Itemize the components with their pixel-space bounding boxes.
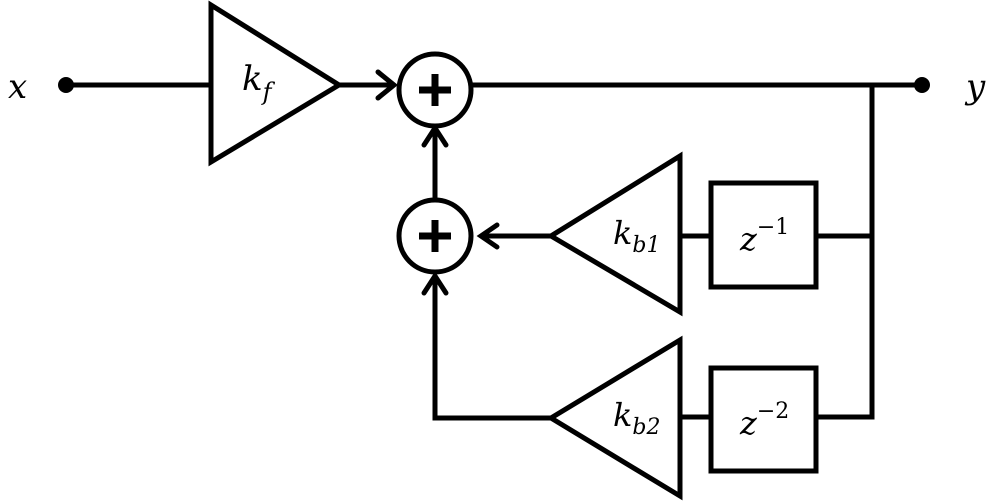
output-terminal-dot [914, 77, 930, 93]
feedback-gain-1-block: kb1 [546, 151, 683, 317]
arrow-into-fb-sum-right [476, 222, 500, 250]
signal-wires [63, 82, 925, 421]
feedback-sum-plus-icon [419, 220, 451, 252]
delay-1-block: z−1 [708, 180, 819, 290]
feedback-gain-2-block: kb2 [546, 335, 683, 501]
delay-2-box [708, 365, 819, 474]
feedback-summing-junction [396, 197, 474, 275]
input-signal-label: x [8, 67, 27, 107]
arrow-into-fb-sum-bottom [421, 271, 449, 296]
main-sum-plus-icon [419, 74, 451, 106]
delay-1-label: z−1 [739, 215, 789, 258]
feedback-gain-1-triangle [546, 151, 683, 317]
arrow-into-main-sum-left [375, 69, 398, 101]
feedback-gain-2-label: kb2 [613, 396, 660, 440]
forward-gain-triangle [208, 0, 344, 167]
input-terminal-dot [58, 77, 74, 93]
delay-2-label: z−2 [739, 399, 789, 442]
forward-gain-block: kf [208, 0, 344, 167]
delay-2-block: z−2 [708, 365, 819, 474]
output-signal-label: y [964, 67, 986, 107]
delay-1-box [708, 180, 819, 290]
main-summing-junction [396, 51, 474, 129]
feedback-gain-2-triangle [546, 335, 683, 501]
feedback-gain-1-label: kb1 [613, 214, 660, 258]
